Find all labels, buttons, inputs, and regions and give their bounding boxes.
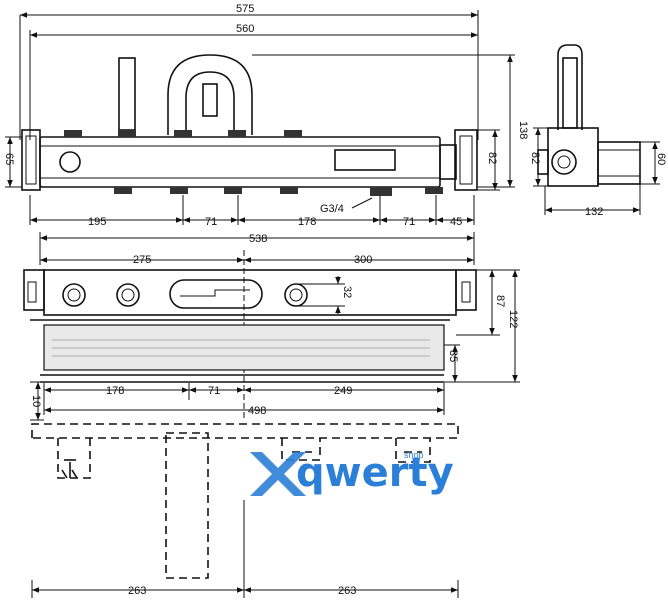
mid-left-bracket — [23, 269, 45, 311]
valve-right-dashed — [395, 438, 431, 463]
side-cartridge — [597, 141, 641, 185]
dim-45: 45 — [450, 216, 462, 228]
dim-82-side: 82 — [529, 152, 541, 164]
thread-label: G3/4 — [320, 203, 344, 215]
deck-outline — [31, 423, 459, 439]
port-3 — [284, 283, 308, 307]
handle-slot — [202, 83, 218, 117]
dim-132: 132 — [585, 206, 603, 218]
dim-71-mid: 71 — [208, 385, 220, 397]
top-view: 575 560 — [3, 3, 529, 228]
handle-inner — [185, 71, 235, 135]
handle-outer — [167, 54, 253, 135]
side-body — [547, 127, 599, 187]
dim-249: 249 — [334, 385, 352, 397]
dim-71-b: 71 — [403, 216, 415, 228]
dim-575: 575 — [236, 3, 254, 15]
dim-138: 138 — [517, 121, 529, 139]
spout-outline — [118, 57, 136, 131]
watermark-shop: shop — [404, 450, 424, 460]
dim-10: 10 — [30, 395, 42, 407]
dim-178-mid: 178 — [106, 385, 124, 397]
ports-top — [64, 130, 302, 137]
dim-65: 65 — [3, 153, 15, 165]
port-2 — [116, 283, 140, 307]
dim-275: 275 — [133, 254, 151, 266]
label-panel-stripes — [52, 339, 430, 357]
dim-32: 32 — [341, 286, 353, 298]
installed-view: qwerty shop 263 263 — [31, 423, 459, 598]
dim-560: 560 — [236, 23, 254, 35]
dim-498: 498 — [248, 405, 266, 417]
front-view: 538 275 300 32 — [23, 232, 520, 421]
watermark-logo-icon — [250, 452, 306, 496]
dim-60: 60 — [655, 153, 667, 165]
left-bracket — [21, 129, 41, 191]
dim-300: 300 — [354, 254, 372, 266]
side-view: 82 60 132 — [529, 44, 667, 218]
watermark-brand: qwerty — [296, 450, 454, 496]
dim-71-a: 71 — [205, 216, 217, 228]
mid-right-bracket — [455, 269, 477, 311]
spout-dashed — [165, 432, 209, 579]
dim-263-left: 263 — [128, 585, 146, 597]
side-handle — [557, 44, 583, 130]
right-bracket — [454, 129, 478, 191]
label-panel — [43, 324, 445, 371]
dim-263-right: 263 — [338, 585, 356, 597]
dim-195: 195 — [88, 216, 106, 228]
port-slot — [169, 279, 263, 309]
port-1 — [62, 283, 86, 307]
dim-87: 87 — [494, 295, 506, 307]
dim-35: 35 — [447, 350, 459, 362]
control-knob — [59, 151, 81, 173]
dim-122: 122 — [507, 310, 519, 328]
valve-mid-dashed — [281, 438, 321, 461]
display-window — [334, 149, 396, 171]
valve-icon-left — [61, 459, 78, 479]
valve-left-dashed — [57, 438, 91, 479]
mid-body — [43, 269, 457, 316]
valve-body — [39, 136, 441, 188]
dim-538: 538 — [249, 233, 267, 245]
end-cap — [439, 144, 457, 180]
ports-bottom — [114, 187, 443, 196]
dim-178-top: 178 — [298, 216, 316, 228]
dim-82-top: 82 — [486, 152, 498, 164]
watermark: qwerty shop — [250, 450, 454, 496]
